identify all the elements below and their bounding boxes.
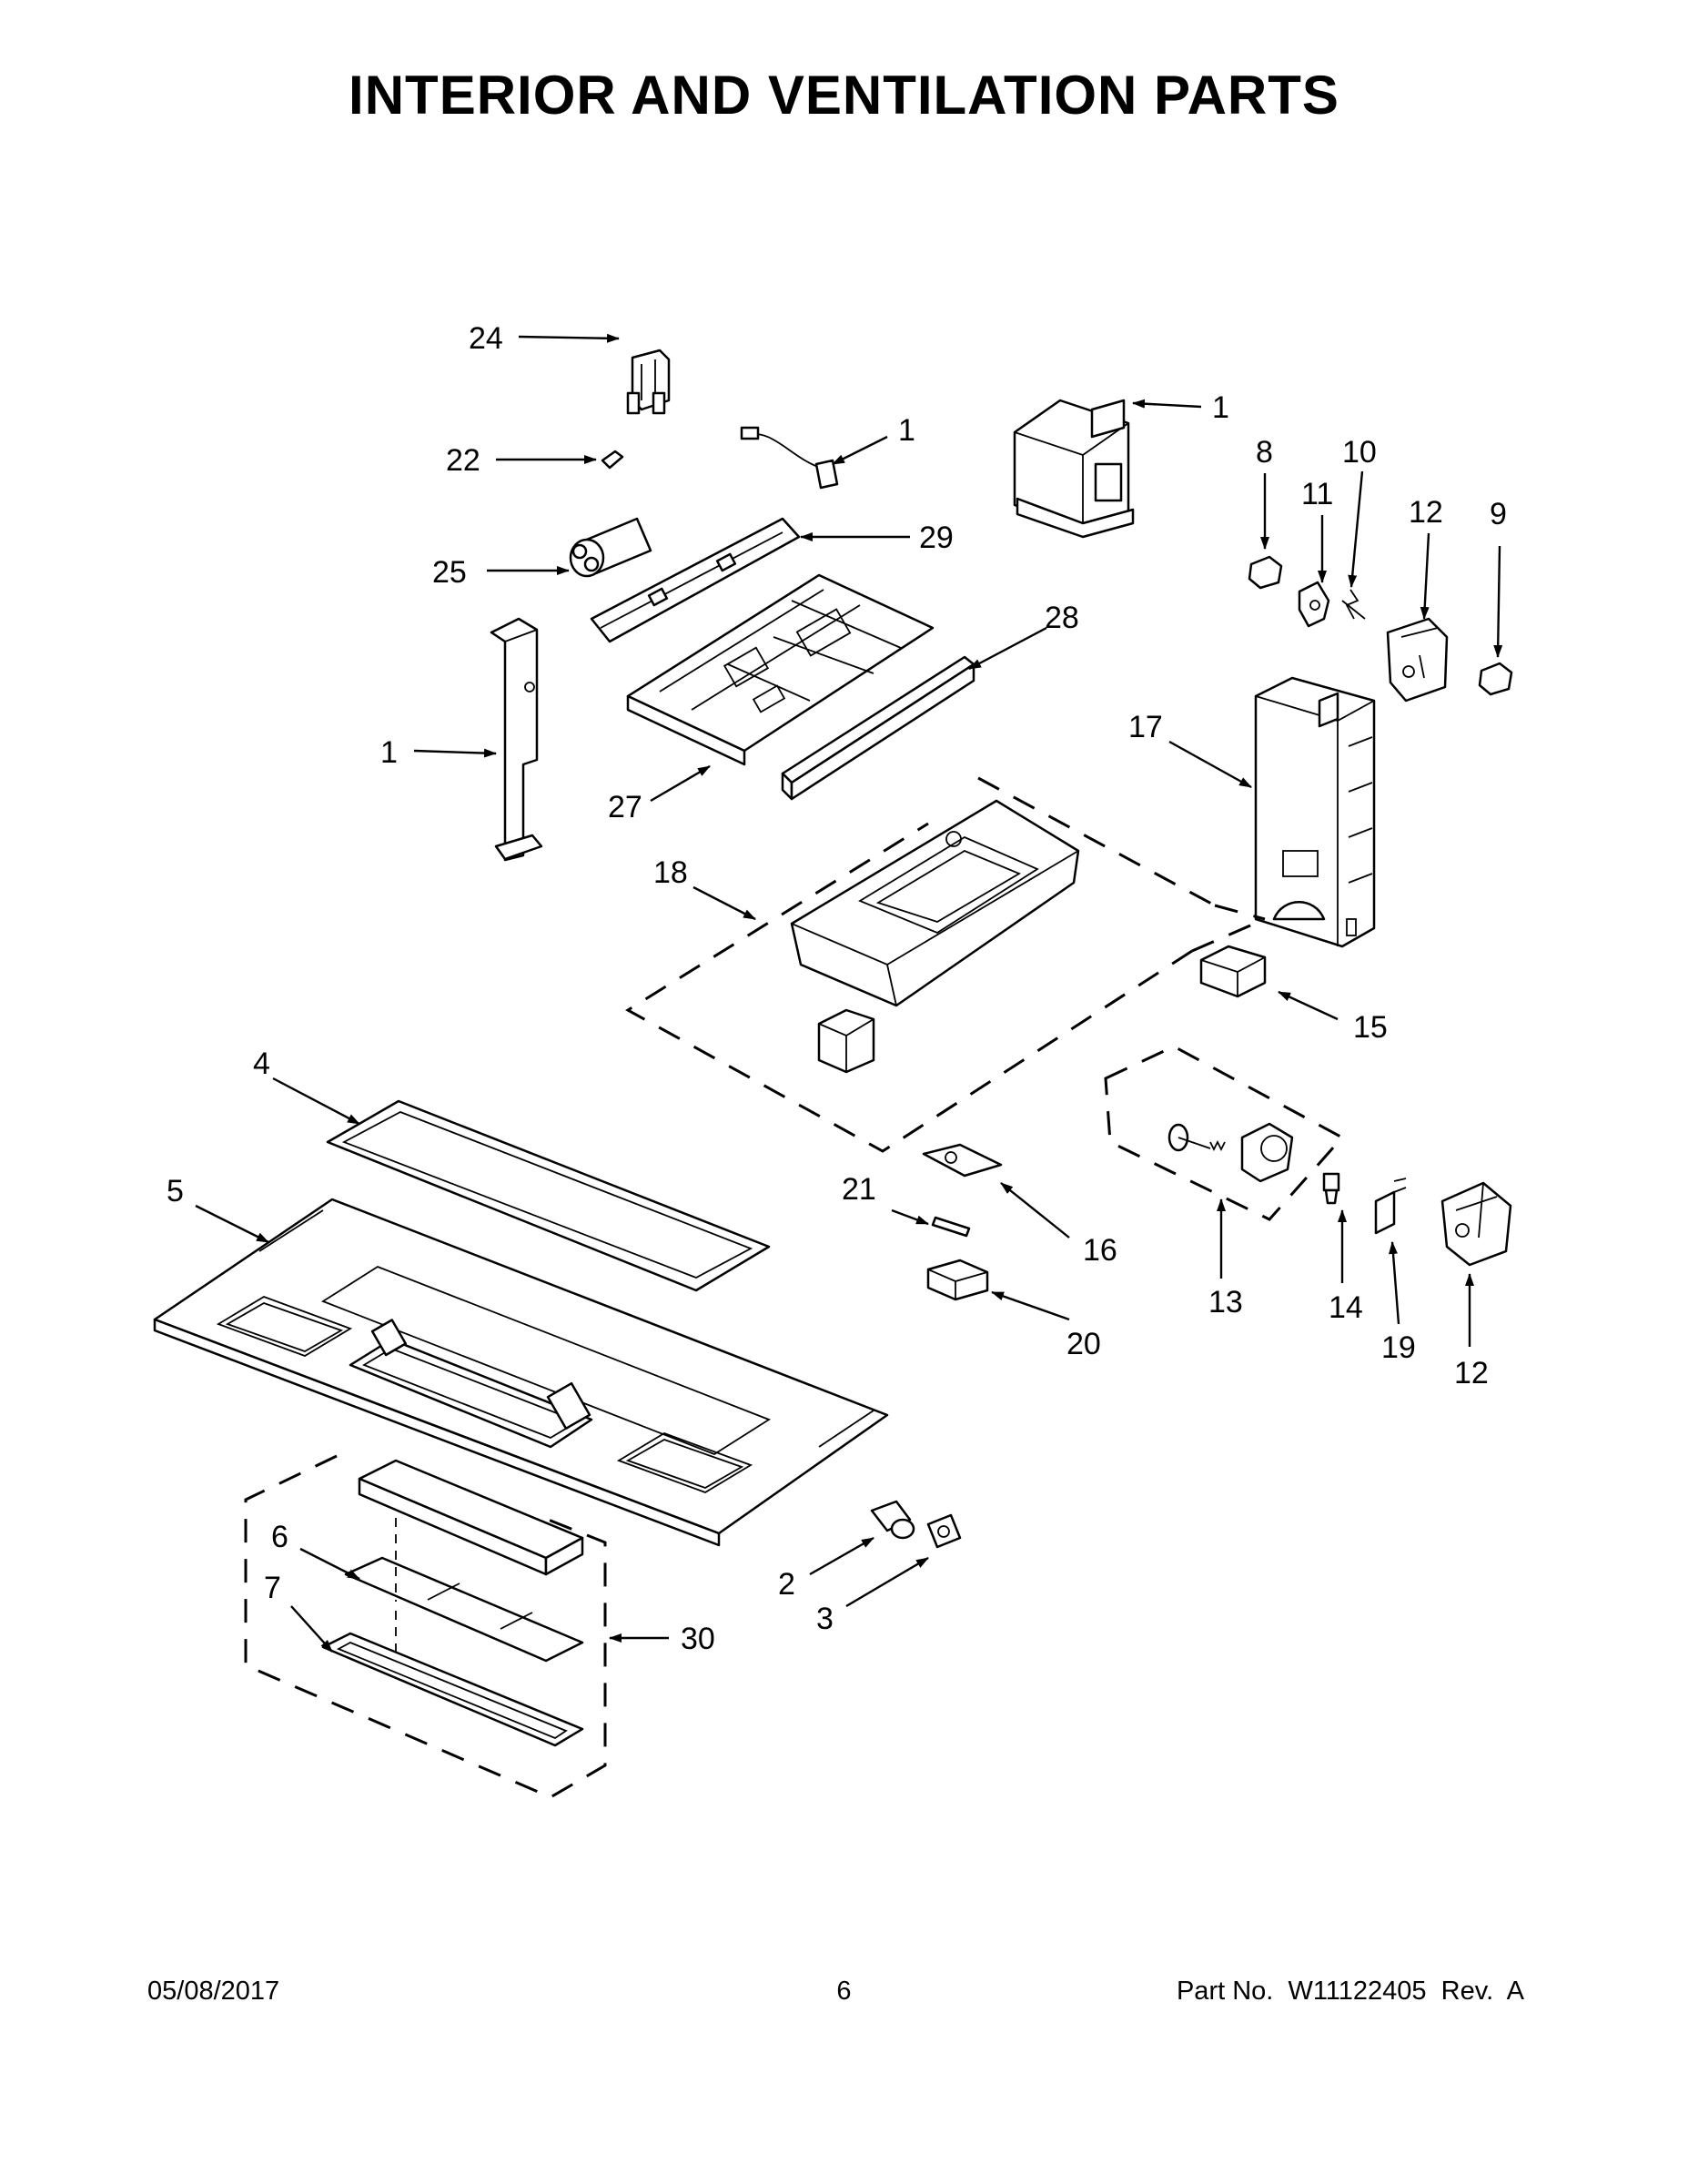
- footer-page-number: 6: [836, 1977, 852, 2006]
- footer-date: 05/08/2017: [147, 1977, 280, 2006]
- footer-part-number: Part No. W11122405 Rev. A: [1176, 1977, 1524, 2006]
- part-14-drawing: [1322, 1172, 1340, 1205]
- callout-7: 7: [264, 1571, 281, 1605]
- callout-5: 5: [167, 1174, 184, 1208]
- callout-21: 21: [842, 1172, 876, 1207]
- part-24-drawing: [626, 349, 671, 415]
- callout-24: 24: [469, 321, 503, 356]
- callout-3: 3: [816, 1602, 834, 1636]
- part-2-drawing: [870, 1500, 915, 1540]
- callout-29: 29: [919, 521, 954, 555]
- part-30-dashed-frame: [244, 1454, 607, 1799]
- part-8-drawing: [1248, 555, 1283, 590]
- callout-8: 8: [1256, 435, 1273, 470]
- callout-9: 9: [1490, 497, 1507, 531]
- callout-12-top: 12: [1409, 495, 1443, 530]
- part-17-drawing: [1254, 676, 1376, 948]
- callout-10: 10: [1342, 435, 1377, 470]
- part-21-drawing: [931, 1216, 971, 1238]
- callout-1-transformer: 1: [1212, 390, 1229, 425]
- part-10-drawing: [1341, 589, 1366, 620]
- part-1-transformer-drawing: [1013, 399, 1135, 539]
- part-18-drawing: [790, 799, 1080, 1074]
- part-20-drawing: [926, 1259, 989, 1301]
- callout-20: 20: [1066, 1327, 1101, 1361]
- callout-15: 15: [1353, 1010, 1388, 1045]
- part-1-bracket-drawing: [490, 617, 543, 862]
- part-22-drawing: [601, 450, 624, 470]
- part-4-drawing: [326, 1099, 771, 1292]
- part-18-dashed-frame-right: [1191, 917, 1266, 953]
- callout-28: 28: [1045, 601, 1079, 635]
- part-30-vent-cover-drawing: [358, 1459, 584, 1576]
- callout-25: 25: [432, 555, 467, 590]
- part-16-drawing: [922, 1143, 1003, 1178]
- callout-11: 11: [1301, 477, 1333, 511]
- part-9-drawing: [1478, 662, 1513, 696]
- part-7-drawing: [321, 1632, 584, 1747]
- part-11-drawing: [1298, 581, 1330, 628]
- part-6-drawing: [344, 1556, 584, 1663]
- part-27-drawing: [626, 573, 935, 766]
- callout-6: 6: [271, 1520, 288, 1554]
- part-29-drawing: [590, 517, 801, 643]
- callout-17: 17: [1128, 710, 1163, 744]
- part-18-dashed-frame: [625, 776, 1266, 1153]
- leader-lines: [195, 333, 1503, 1653]
- part-15-drawing: [1199, 945, 1267, 998]
- callout-30: 30: [681, 1622, 715, 1656]
- callout-19: 19: [1381, 1330, 1416, 1365]
- callout-27: 27: [608, 790, 642, 824]
- callout-13: 13: [1208, 1285, 1243, 1320]
- page-title: INTERIOR AND VENTILATION PARTS: [349, 65, 1339, 126]
- callout-16: 16: [1083, 1233, 1117, 1268]
- part-19-drawing: [1374, 1178, 1407, 1235]
- part-12-top-drawing: [1386, 617, 1449, 703]
- callout-1-wire: 1: [898, 413, 915, 448]
- callout-14: 14: [1329, 1290, 1363, 1325]
- part-1-wire-drawing: [740, 426, 839, 490]
- part-12-bottom-drawing: [1440, 1181, 1512, 1267]
- callout-12-bottom: 12: [1454, 1356, 1489, 1390]
- callout-4: 4: [253, 1046, 270, 1081]
- part-5-drawing: [153, 1198, 889, 1547]
- part-25-drawing: [569, 517, 652, 578]
- callout-22: 22: [446, 443, 480, 478]
- callout-1-bracket: 1: [380, 735, 398, 770]
- part-13-drawing: [1167, 1122, 1294, 1183]
- part-13-dashed-frame: [1104, 1045, 1345, 1221]
- callout-2: 2: [778, 1567, 795, 1602]
- callout-18: 18: [653, 855, 688, 890]
- part-3-drawing: [926, 1513, 962, 1549]
